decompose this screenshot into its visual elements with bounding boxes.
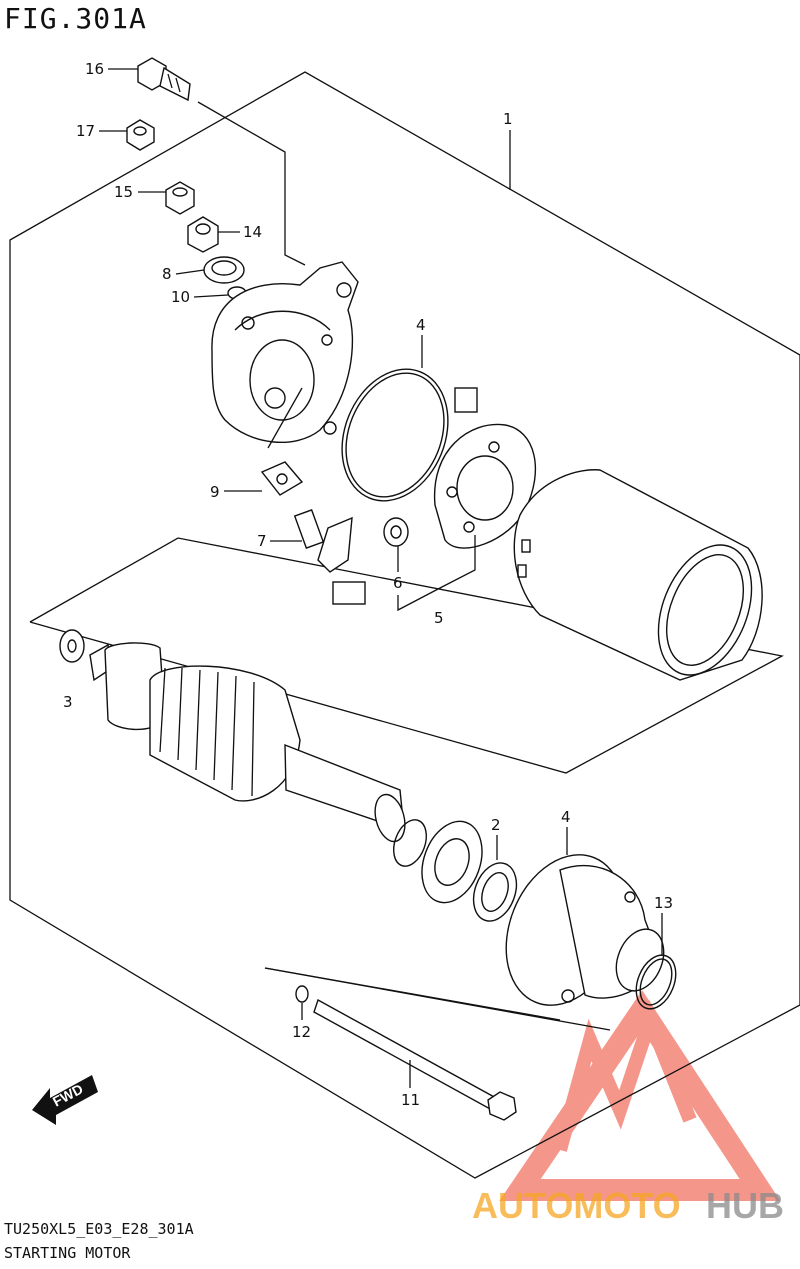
- diagram-caption: STARTING MOTOR: [4, 1244, 131, 1262]
- callout-4-top: 4: [416, 316, 426, 334]
- callout-10: 10: [171, 288, 190, 306]
- callout-labels: 1 2 3 4 4 5 6 7 8 9 10 11 12 13 14: [63, 60, 673, 1109]
- brush-holder-9: [260, 461, 304, 496]
- callout-14: 14: [243, 223, 262, 241]
- armature: [89, 642, 406, 843]
- nut-17: [126, 119, 155, 151]
- rear-end-cover: [211, 261, 359, 443]
- callout-15: 15: [114, 183, 133, 201]
- callout-16: 16: [85, 60, 104, 78]
- assembly-outline: [9, 71, 800, 1179]
- callout-6: 6: [393, 574, 403, 592]
- callout-12: 12: [292, 1023, 311, 1041]
- nut-14: [187, 216, 219, 253]
- callout-9: 9: [210, 483, 220, 501]
- bushing-6: [383, 517, 409, 547]
- armature-outline: [29, 537, 784, 774]
- yoke-housing: [513, 469, 763, 681]
- o-ring-4-top: [341, 368, 449, 502]
- brush-lead-7: [293, 509, 366, 605]
- o-ring-13: [635, 954, 677, 1010]
- o-ring-12: [295, 985, 309, 1003]
- callout-7: 7: [257, 532, 267, 550]
- callout-8: 8: [162, 265, 172, 283]
- through-bolt-11: [313, 998, 517, 1121]
- callout-17: 17: [76, 122, 95, 140]
- brush-plate-5: [433, 387, 537, 549]
- model-code: TU250XL5_E03_E28_301A: [4, 1220, 194, 1238]
- washer-3: [59, 629, 85, 663]
- bearing: [421, 820, 483, 904]
- callout-3: 3: [63, 693, 73, 711]
- watermark-word1: AUTOMOTO: [472, 1185, 681, 1226]
- nut-15: [165, 181, 195, 215]
- flange-bolt-16: [137, 57, 191, 102]
- callout-13: 13: [654, 894, 673, 912]
- front-cover: [505, 854, 665, 1006]
- callout-11: 11: [401, 1091, 420, 1109]
- callout-2: 2: [491, 816, 501, 834]
- figure-title: FIG.301A: [4, 2, 147, 35]
- watermark-text: AUTOMOTO HUB: [472, 1185, 784, 1226]
- oil-seal-2: [472, 862, 518, 922]
- watermark-logo: [499, 990, 781, 1201]
- watermark-word2: HUB: [706, 1185, 784, 1226]
- washer-8: [203, 256, 245, 284]
- callout-1: 1: [503, 110, 513, 128]
- circlip: [392, 819, 428, 867]
- callout-5: 5: [434, 609, 444, 627]
- callout-4-front: 4: [561, 808, 571, 826]
- fwd-arrow-icon: FWD: [32, 1075, 98, 1125]
